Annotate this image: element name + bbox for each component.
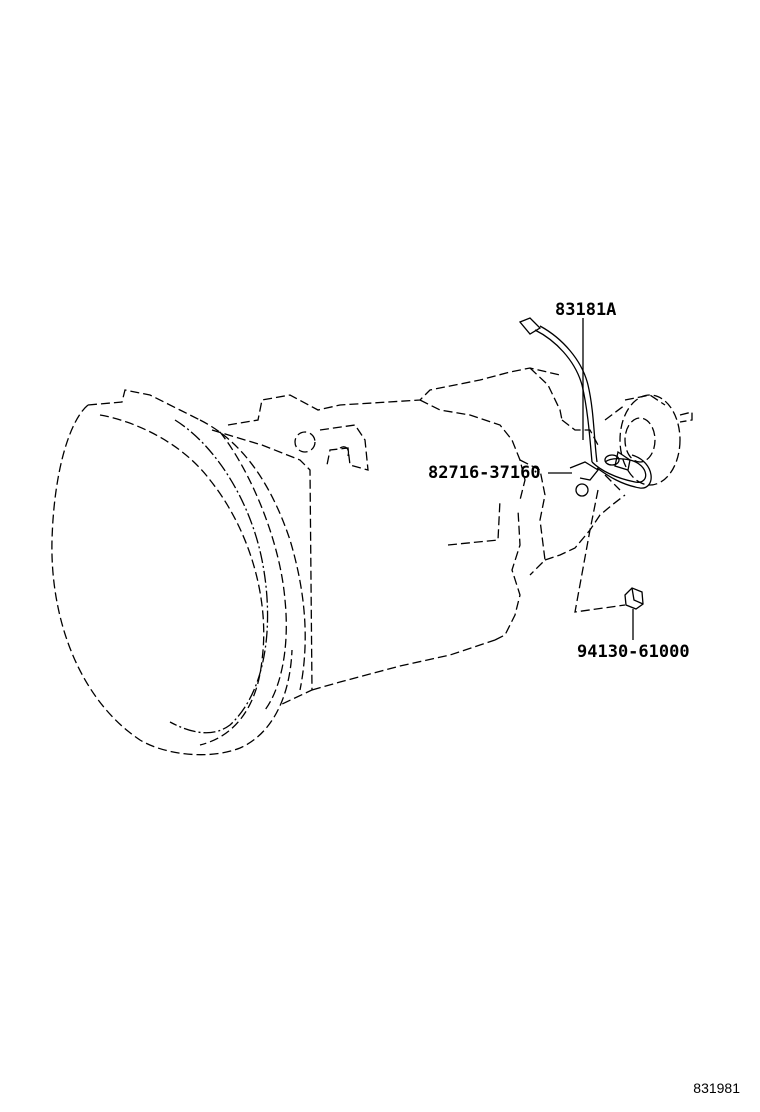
part-number-clamp[interactable]: 82716-37160: [428, 463, 541, 483]
nut: [624, 587, 644, 640]
transmission-case: [227, 367, 626, 691]
bell-housing: [51, 389, 313, 756]
figure-id: 831981: [693, 1080, 740, 1096]
output-flange: [604, 394, 693, 491]
part-number-speed-sensor[interactable]: 83181A: [555, 300, 617, 320]
speed-sensor-assembly: [518, 317, 652, 613]
part-number-nut[interactable]: 94130-61000: [577, 642, 690, 662]
